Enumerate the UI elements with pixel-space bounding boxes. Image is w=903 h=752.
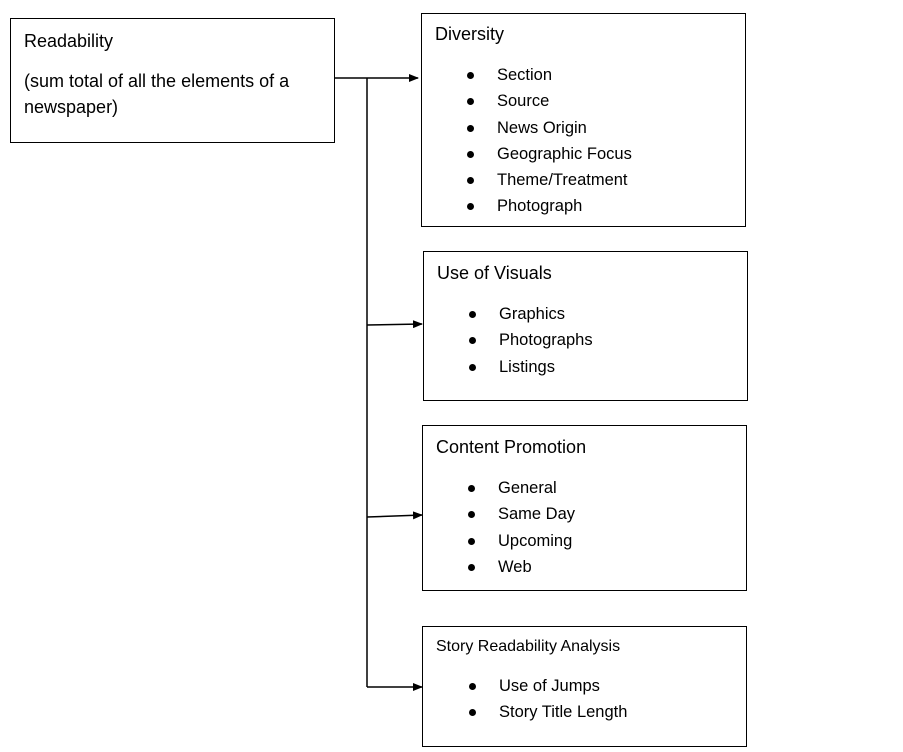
- readability-root-box: Readability (sum total of all the elemen…: [10, 18, 335, 143]
- list-item: General: [468, 475, 575, 501]
- use-of-visuals-title: Use of Visuals: [437, 263, 552, 283]
- story-readability-list: Use of Jumps Story Title Length: [469, 673, 627, 726]
- list-item: Geographic Focus: [467, 141, 632, 167]
- root-title: Readability: [24, 31, 114, 51]
- root-subtitle: (sum total of all the elements of a news…: [24, 71, 290, 117]
- story-readability-box: Story Readability Analysis Use of Jumps …: [422, 626, 747, 747]
- list-item: Listings: [469, 354, 593, 380]
- list-item: Photograph: [467, 193, 632, 219]
- trunk-to-promotion-arrow: [366, 511, 423, 520]
- list-item: Web: [468, 554, 575, 580]
- diversity-list: Section Source News Origin Geographic Fo…: [467, 62, 632, 220]
- diversity-title: Diversity: [435, 24, 505, 44]
- diversity-box: Diversity Section Source News Origin Geo…: [421, 13, 746, 227]
- list-item: Same Day: [468, 501, 575, 527]
- list-item: Story Title Length: [469, 699, 627, 725]
- use-of-visuals-box: Use of Visuals Graphics Photographs List…: [423, 251, 748, 401]
- use-of-visuals-list: Graphics Photographs Listings: [469, 301, 593, 380]
- trunk-to-visuals-arrow: [366, 320, 423, 329]
- list-item: Source: [467, 88, 632, 114]
- list-item: News Origin: [467, 115, 632, 141]
- content-promotion-box: Content Promotion General Same Day Upcom…: [422, 425, 747, 591]
- list-item: Section: [467, 62, 632, 88]
- list-item: Theme/Treatment: [467, 167, 632, 193]
- content-promotion-list: General Same Day Upcoming Web: [468, 475, 575, 580]
- list-item: Photographs: [469, 327, 593, 353]
- list-item: Graphics: [469, 301, 593, 327]
- list-item: Use of Jumps: [469, 673, 627, 699]
- list-item: Upcoming: [468, 528, 575, 554]
- content-promotion-title: Content Promotion: [436, 437, 587, 457]
- story-readability-title: Story Readability Analysis: [436, 638, 621, 655]
